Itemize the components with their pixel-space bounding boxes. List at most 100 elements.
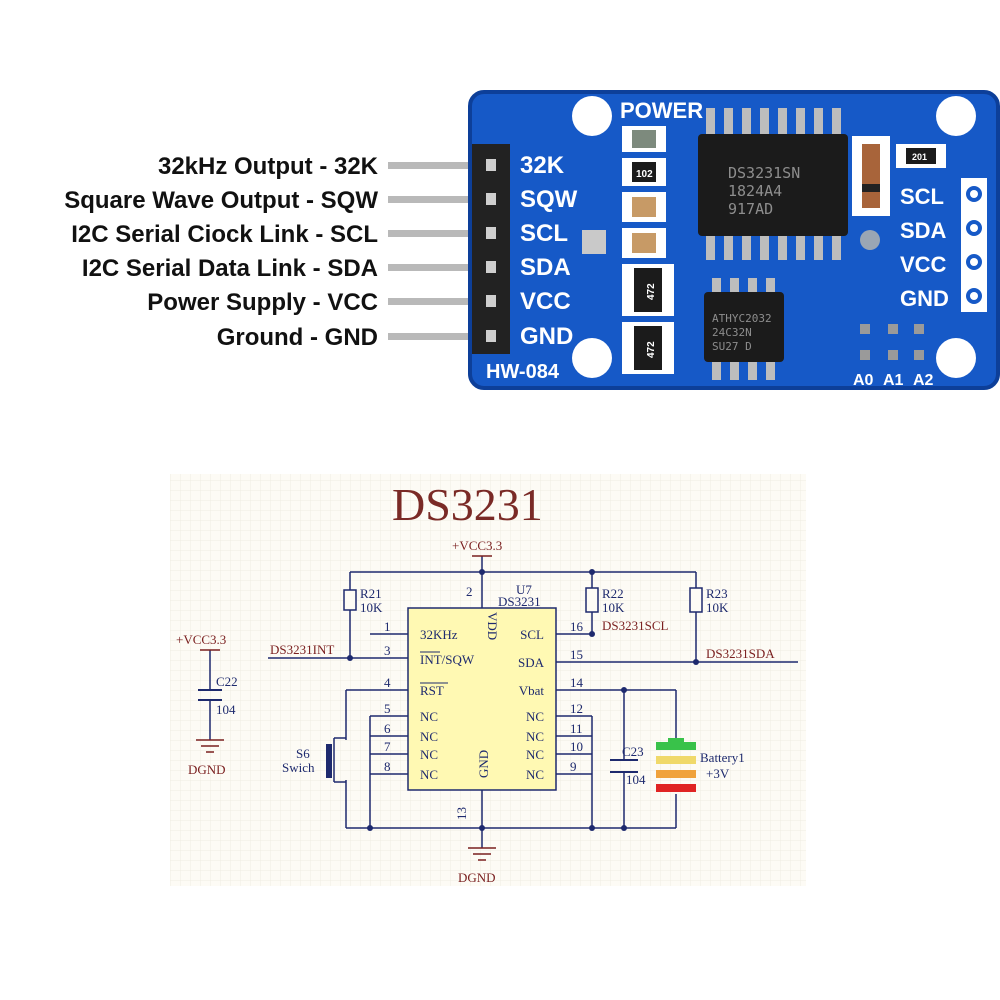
pin-number: 2 [466, 584, 473, 599]
silk-sqw: SQW [520, 186, 578, 213]
chip-pin-nc: NC [420, 729, 438, 744]
chip-pin-int-sqw: INT/SQW [420, 652, 475, 667]
switch-s6 [326, 744, 332, 778]
via [860, 230, 880, 250]
silk-32k: 32K [520, 152, 565, 179]
chip-pin-vbat: Vbat [519, 683, 545, 698]
pin-number: 6 [384, 721, 391, 736]
chip-pin-nc: NC [526, 747, 544, 762]
switch-ref: S6 [296, 746, 310, 761]
power-label: POWER [620, 98, 703, 123]
chip-pin-nc: NC [420, 767, 438, 782]
pin-label-vcc: Power Supply - VCC [147, 289, 378, 316]
chip-mark-3: 917AD [728, 200, 773, 218]
pin-label-scl: I2C Serial Ciock Link - SCL [71, 221, 378, 248]
pin-number: 11 [570, 721, 583, 736]
rnet-472-a: 472 [646, 283, 657, 300]
silk-right-sda: SDA [900, 218, 947, 243]
chip-mark-2: 1824A4 [728, 182, 782, 200]
pin-label-gnd: Ground - GND [217, 324, 378, 351]
r22-ref: R22 [602, 586, 624, 601]
ds3231-schematic-chip [407, 607, 557, 791]
battery-value: +3V [706, 766, 730, 781]
net-ds3231sda: DS3231SDA [706, 646, 775, 661]
pin-number: 10 [570, 739, 583, 754]
r21-ref: R21 [360, 586, 382, 601]
eeprom-legs [712, 278, 775, 380]
chip-mark-1: DS3231SN [728, 164, 800, 182]
pin-number: 16 [570, 619, 584, 634]
dgnd-left-label: DGND [188, 762, 226, 777]
dgnd-bottom-label: DGND [458, 870, 496, 885]
eeprom-mark-3: SU27 D [712, 340, 752, 353]
resistor-network [634, 326, 662, 370]
rnet-472-b: 472 [646, 341, 657, 358]
chip-pin-nc: NC [420, 709, 438, 724]
silk-scl: SCL [520, 220, 568, 247]
r23-value: 10K [706, 600, 729, 615]
chip-pin-nc: NC [526, 767, 544, 782]
solder-pad [582, 230, 606, 254]
c22-value: 104 [216, 702, 236, 717]
vcc-left-label: +VCC3.3 [176, 632, 226, 647]
pin-label-sda: I2C Serial Data Link - SDA [82, 255, 378, 282]
pin-number: 15 [570, 647, 583, 662]
pin-label-32k: 32kHz Output - 32K [158, 153, 379, 180]
resistor-r23 [689, 587, 703, 613]
mounting-hole [936, 96, 976, 136]
chip-pin-rst: RST [420, 683, 444, 698]
smd-201: 201 [912, 152, 927, 162]
silk-vcc: VCC [520, 288, 571, 315]
chip-pin-32khz: 32KHz [420, 627, 458, 642]
pin-number: 13 [454, 807, 469, 820]
pin-number: 1 [384, 619, 391, 634]
c22-ref: C22 [216, 674, 238, 689]
pin-label-sqw: Square Wave Output - SQW [64, 187, 378, 214]
silk-sda: SDA [520, 254, 571, 281]
u7-value: DS3231 [498, 594, 541, 609]
eeprom-mark-1: ATHYC2032 [712, 312, 772, 325]
eeprom-chip [704, 292, 784, 362]
r22-value: 10K [602, 600, 625, 615]
switch-value: Swich [282, 760, 315, 775]
pin-number: 8 [384, 759, 391, 774]
header-pins [388, 162, 478, 340]
mounting-hole [572, 96, 612, 136]
ds3231-chip-legs [706, 108, 841, 260]
c23-value: 104 [626, 772, 646, 787]
pin-number: 3 [384, 643, 391, 658]
net-ds3231int: DS3231INT [270, 642, 334, 657]
battery-ref: Battery1 [700, 750, 745, 765]
pin-number: 14 [570, 675, 584, 690]
power-symbols [196, 555, 496, 861]
silk-gnd: GND [520, 323, 573, 350]
eeprom-mark-2: 24C32N [712, 326, 752, 339]
resistor-network [634, 268, 662, 312]
smd-capacitor [632, 233, 656, 253]
mounting-hole [572, 338, 612, 378]
smd-capacitor [632, 197, 656, 217]
silk-right-gnd: GND [900, 286, 949, 311]
pin-number: 5 [384, 701, 391, 716]
u7-ref: U7 [516, 582, 532, 597]
pin-number: 7 [384, 739, 391, 754]
chip-pin-nc: NC [420, 747, 438, 762]
chip-pin-nc: NC [526, 709, 544, 724]
header-housing [472, 144, 510, 354]
pad-a0: A0 [853, 372, 874, 389]
pin-number: 12 [570, 701, 583, 716]
capacitor-c22 [198, 689, 222, 701]
smd-102: 102 [636, 169, 653, 180]
mounting-hole [936, 338, 976, 378]
power-led [632, 130, 656, 148]
pad-a2: A2 [913, 372, 934, 389]
net-ds3231scl: DS3231SCL [602, 618, 669, 633]
resistor-r21 [343, 589, 357, 611]
board-id: HW-084 [486, 361, 560, 383]
chip-pin-scl: SCL [520, 627, 544, 642]
chip-pin-gnd: GND [476, 750, 491, 778]
chip-pin-sda: SDA [518, 655, 545, 670]
schematic-title: DS3231 [392, 479, 543, 530]
r23-ref: R23 [706, 586, 728, 601]
right-header-holes [961, 178, 987, 312]
